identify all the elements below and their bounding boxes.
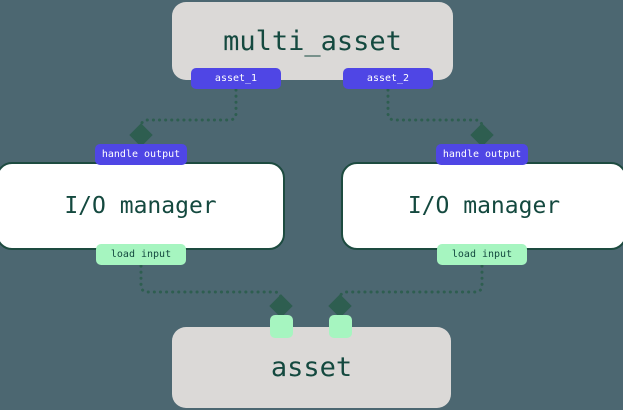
node-io-manager-right-title: I/O manager [407,193,561,219]
output-badge-asset-1[interactable]: asset_1 [191,68,281,89]
node-io-manager-left[interactable]: I/O manager [0,162,285,250]
edge-asset2-to-right-handle-output [386,88,494,147]
asset-input-handle-left[interactable] [270,315,293,338]
input-badge-handle-output-left[interactable]: handle output [95,144,187,165]
output-badge-asset-2[interactable]: asset_2 [343,68,433,89]
node-asset-title: asset [270,352,353,383]
output-badge-load-input-right[interactable]: load input [437,244,527,265]
edge-left-load-input-to-asset [139,264,293,318]
node-io-manager-left-title: I/O manager [64,193,217,219]
node-multi-asset[interactable]: multi_asset [172,2,453,80]
node-asset[interactable]: asset [172,327,451,408]
node-io-manager-right[interactable]: I/O manager [341,162,623,250]
asset-input-handle-right[interactable] [329,315,352,338]
output-badge-load-input-left[interactable]: load input [96,244,186,265]
node-multi-asset-title: multi_asset [223,25,402,57]
edge-asset1-to-left-handle-output [129,88,238,147]
edge-right-load-input-to-asset [328,264,484,318]
input-badge-handle-output-right[interactable]: handle output [436,144,528,165]
